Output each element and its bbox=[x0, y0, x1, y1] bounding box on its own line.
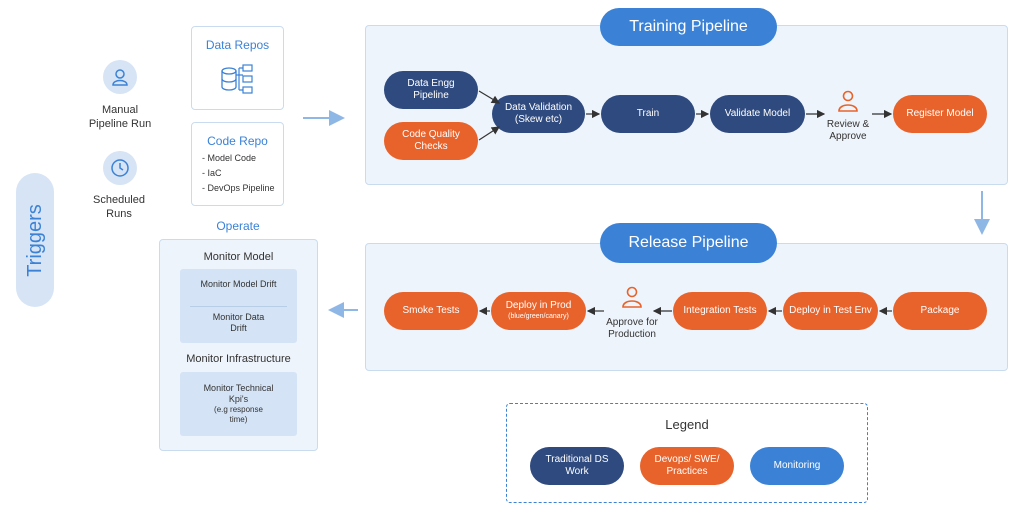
deploy-prod-sublabel: (blue/green/canary) bbox=[508, 313, 569, 320]
code-repo-item: - DevOps Pipeline bbox=[202, 183, 275, 193]
approve-production-label: Approve for Production bbox=[606, 317, 658, 340]
data-engg-pipeline-node: Data Engg Pipeline bbox=[384, 71, 478, 109]
deploy-prod-node: Deploy in Prod (blue/green/canary) bbox=[491, 292, 586, 330]
person-icon bbox=[836, 89, 860, 113]
triggers-label: Triggers bbox=[16, 173, 54, 307]
monitor-infra-box: Monitor Technical Kpi's (e.g response ti… bbox=[180, 372, 297, 436]
deploy-prod-label: Deploy in Prod bbox=[505, 300, 572, 311]
monitor-model-heading: Monitor Model bbox=[203, 251, 274, 263]
scheduled-runs-label: Scheduled Runs bbox=[93, 194, 145, 220]
data-validation-node: Data Validation (Skew etc) bbox=[492, 95, 585, 133]
code-repo-card: Code Repo - Model Code - IaC - DevOps Pi… bbox=[191, 122, 284, 206]
legend-title: Legend bbox=[665, 417, 709, 432]
database-icon bbox=[221, 64, 253, 94]
monitor-infrastructure-heading: Monitor Infrastructure bbox=[186, 353, 291, 365]
legend-ds-work: Traditional DS Work bbox=[530, 447, 624, 485]
person-icon bbox=[620, 285, 644, 309]
technical-kpi-sub: (e.g response time) bbox=[214, 405, 263, 424]
smoke-tests-node: Smoke Tests bbox=[384, 292, 478, 330]
package-node: Package bbox=[893, 292, 987, 330]
clock-icon bbox=[103, 151, 137, 185]
data-repos-card: Data Repos bbox=[191, 26, 284, 110]
legend-devops: Devops/ SWE/ Practices bbox=[640, 447, 734, 485]
training-pipeline-title: Training Pipeline bbox=[600, 8, 777, 46]
technical-kpi-item: Monitor Technical Kpi's bbox=[203, 383, 274, 404]
divider bbox=[190, 306, 287, 307]
legend-box bbox=[506, 403, 868, 503]
monitor-model-box: Monitor Model Drift Monitor Data Drift bbox=[180, 269, 297, 343]
integration-tests-node: Integration Tests bbox=[673, 292, 767, 330]
review-approve-label: Review & Approve bbox=[826, 119, 870, 142]
validate-model-node: Validate Model bbox=[710, 95, 805, 133]
code-repo-title: Code Repo bbox=[207, 134, 268, 148]
register-model-node: Register Model bbox=[893, 95, 987, 133]
code-repo-item: - Model Code bbox=[202, 153, 257, 163]
legend-monitoring: Monitoring bbox=[750, 447, 844, 485]
release-pipeline-title: Release Pipeline bbox=[600, 223, 777, 263]
code-quality-checks-node: Code Quality Checks bbox=[384, 122, 478, 160]
train-node: Train bbox=[601, 95, 695, 133]
model-drift-item: Monitor Model Drift bbox=[200, 279, 277, 289]
deploy-test-env-node: Deploy in Test Env bbox=[783, 292, 878, 330]
manual-run-label: Manual Pipeline Run bbox=[88, 104, 152, 130]
operate-title: Operate bbox=[216, 219, 260, 233]
data-drift-item: Monitor Data Drift bbox=[212, 312, 265, 333]
code-repo-item: - IaC bbox=[202, 168, 222, 178]
user-icon bbox=[103, 60, 137, 94]
data-repos-title: Data Repos bbox=[205, 38, 270, 52]
